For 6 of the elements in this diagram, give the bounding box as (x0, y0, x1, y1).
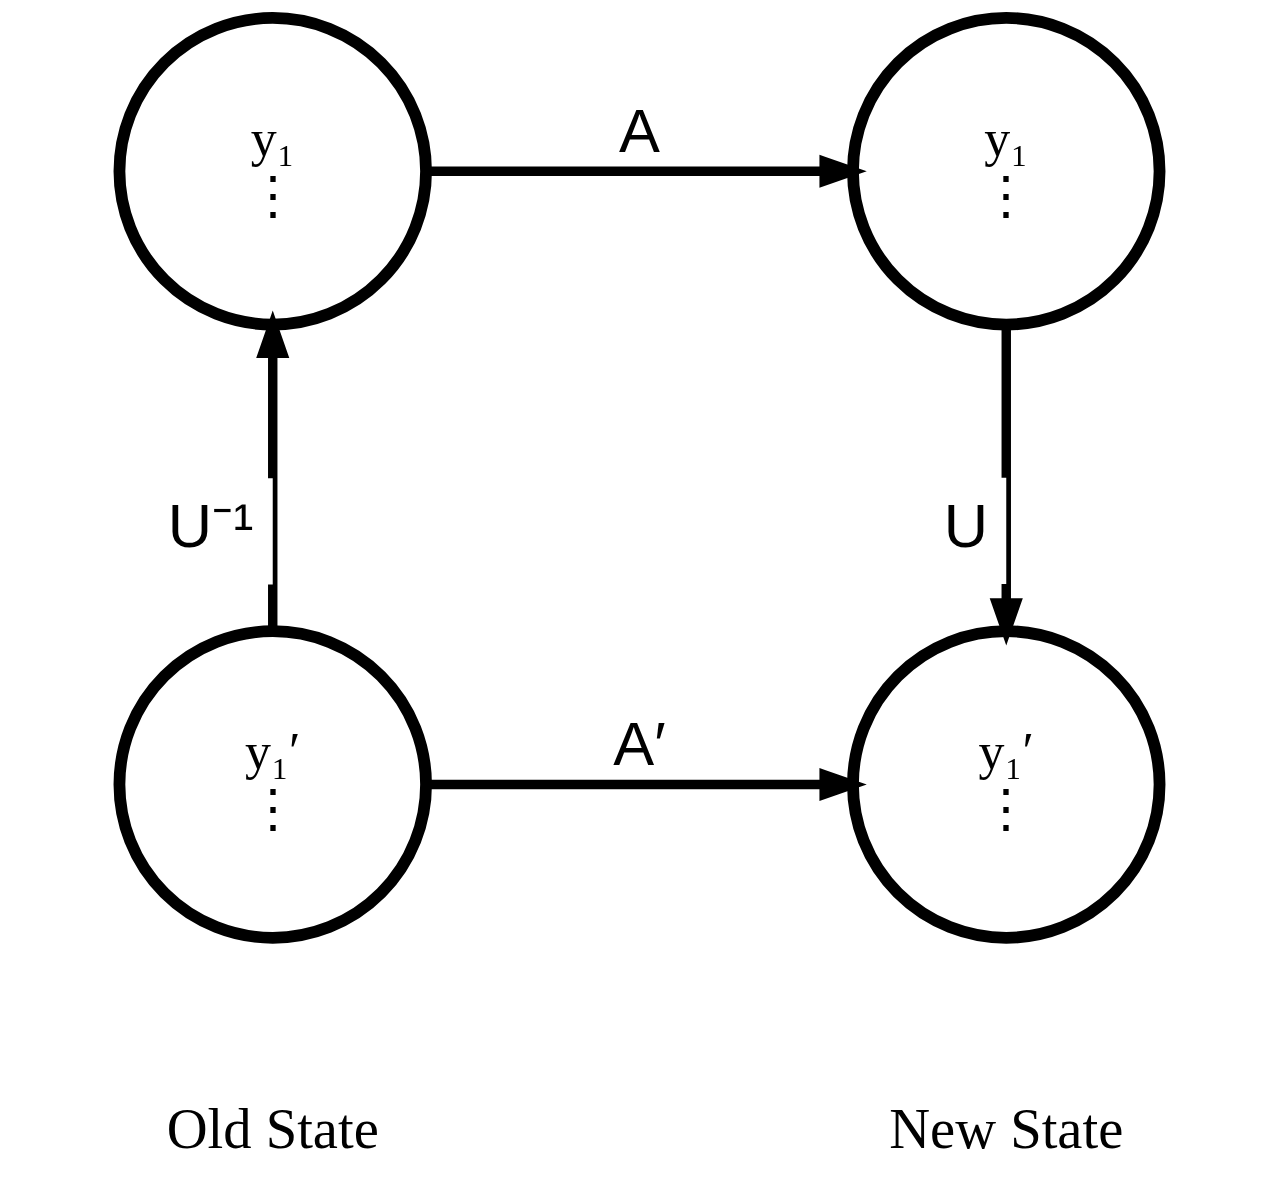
label: Old State (166, 1098, 379, 1161)
label: New State (889, 1098, 1124, 1161)
edge-label: A′ (613, 709, 666, 779)
edge-label: U (943, 490, 989, 560)
edge-label: A (619, 95, 660, 165)
edge-label: U⁻¹ (167, 491, 254, 561)
